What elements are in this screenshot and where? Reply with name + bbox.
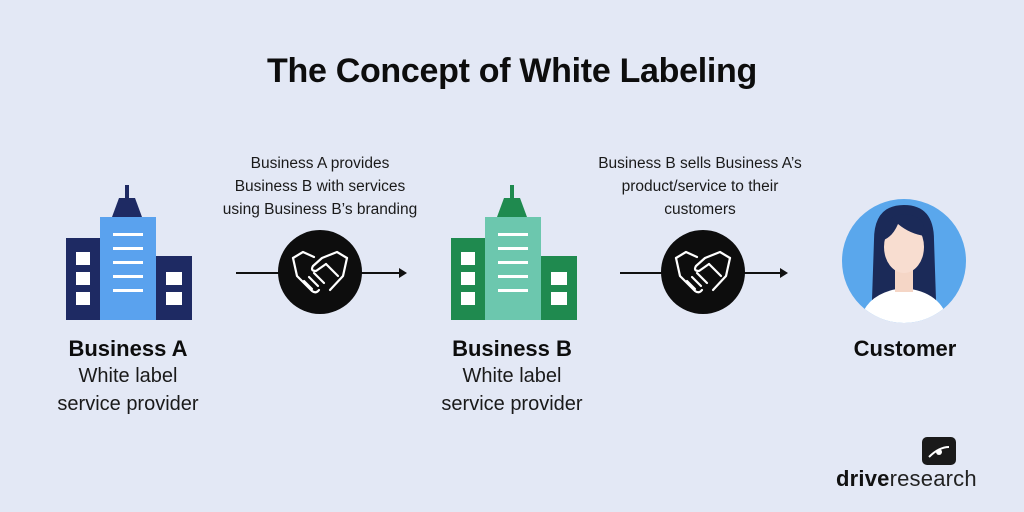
logo-text-regular: research [889, 466, 977, 491]
connector-1-line-2: Business B with services [234, 178, 406, 195]
connector-2-line-3: customers [664, 201, 736, 218]
business-a-name: Business A [68, 336, 188, 361]
person-avatar-icon [842, 199, 966, 323]
drive-research-logo-icon [922, 437, 956, 465]
business-b-subtitle: White label service provider [412, 362, 612, 418]
business-b-name: Business B [452, 336, 572, 361]
logo-text-bold: drive [836, 466, 890, 491]
business-b-subtitle-line-1: White label [462, 365, 562, 387]
connector-2-line-2: product/service to their [621, 178, 779, 195]
building-icon-business-b [451, 185, 577, 320]
business-a-subtitle-line-2: service provider [57, 393, 199, 415]
connector-1-line-1: Business A provides [250, 155, 390, 172]
drive-research-logo: driveresearch [836, 466, 977, 492]
connector-2-line-1: Business B sells Business A’s [598, 155, 802, 172]
business-a-subtitle-line-1: White label [78, 365, 178, 387]
business-a-subtitle: White label service provider [28, 362, 228, 418]
page-title: The Concept of White Labeling [267, 52, 757, 90]
connector-2-description: Business B sells Business A’s product/se… [575, 152, 825, 221]
handshake-icon-2 [661, 230, 745, 314]
handshake-icon-1 [278, 230, 362, 314]
customer-name: Customer [853, 336, 957, 361]
building-icon-business-a [66, 185, 192, 320]
business-b-subtitle-line-2: service provider [441, 393, 583, 415]
connector-1-line-3: using Business B’s branding [222, 201, 418, 218]
connector-1-description: Business A provides Business B with serv… [200, 152, 440, 221]
